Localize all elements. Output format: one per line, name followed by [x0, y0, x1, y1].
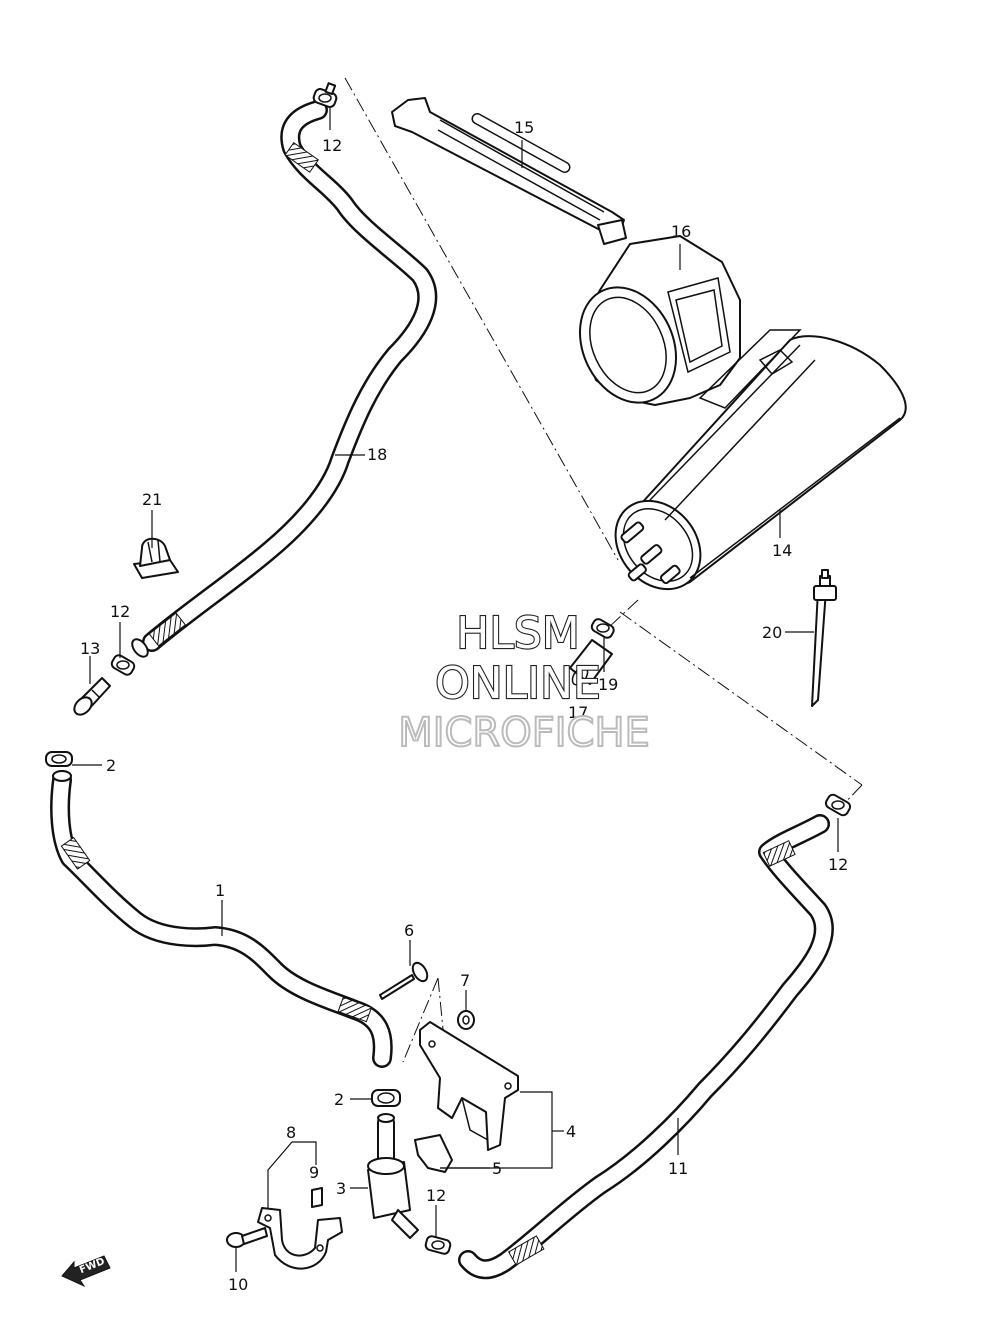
hose-11	[458, 814, 834, 1280]
watermark: HLSM ONLINE MICROFICHE	[397, 607, 651, 757]
hose-clamp-12-top	[312, 82, 338, 108]
watermark-line-1: HLSM	[456, 608, 580, 659]
connection-lines	[344, 77, 863, 1063]
hose-clamp-12-bottom	[424, 1235, 452, 1255]
callout-2: 2	[334, 1090, 344, 1109]
callout-12: 12	[828, 855, 848, 874]
callout-5: 5	[492, 1159, 502, 1178]
hose-clamp-12-right	[824, 793, 852, 817]
callout-12: 12	[110, 602, 130, 621]
callout-14: 14	[772, 541, 792, 560]
callout-21: 21	[142, 490, 162, 509]
callout-20: 20	[762, 623, 782, 642]
callout-6: 6	[404, 921, 414, 940]
callout-19: 19	[598, 675, 618, 694]
watermark-line-2: ONLINE	[435, 658, 601, 709]
callout-10: 10	[228, 1275, 248, 1294]
washer-7	[457, 1010, 475, 1030]
callout-9: 9	[309, 1163, 319, 1182]
clip-21	[133, 537, 179, 579]
hose-1	[50, 770, 393, 1068]
bracket-5	[414, 1134, 453, 1173]
callout-12: 12	[322, 136, 342, 155]
callout-15: 15	[514, 118, 534, 137]
callout-8: 8	[286, 1123, 296, 1142]
connector-13	[73, 677, 111, 716]
callout-labels: 12 15 16 18 21 14 12 13 20 19 17 2 12 1 …	[80, 118, 848, 1294]
bracket-4	[419, 1021, 519, 1151]
callout-11: 11	[668, 1159, 688, 1178]
callout-2: 2	[106, 756, 116, 775]
callout-13: 13	[80, 639, 100, 658]
callout-1: 1	[215, 881, 225, 900]
bolt-10	[226, 1227, 268, 1248]
valve-3	[367, 1113, 419, 1239]
hose-clamp-2-bottom	[371, 1089, 401, 1107]
hose-clamp-12-left	[110, 654, 136, 676]
bracket-strap-15	[391, 97, 627, 245]
forward-direction-arrow-icon: FWD	[61, 1255, 111, 1288]
watermark-line-3: MICROFICHE	[398, 710, 650, 756]
callout-7: 7	[460, 971, 470, 990]
clamp-bracket-8-9	[257, 1187, 343, 1270]
callout-16: 16	[671, 222, 691, 241]
callout-4: 4	[566, 1122, 576, 1141]
callout-18: 18	[367, 445, 387, 464]
hose-clamp-2-top	[45, 751, 73, 767]
hose-18	[131, 100, 438, 658]
callout-17: 17	[568, 703, 588, 722]
callout-leaders	[72, 108, 839, 1272]
rivet-6	[379, 961, 429, 1000]
callout-12: 12	[426, 1186, 446, 1205]
callout-3: 3	[336, 1179, 346, 1198]
rubber-sleeve-16	[578, 235, 741, 406]
cable-tie-20	[811, 569, 837, 707]
hose-17	[569, 639, 613, 686]
charcoal-canister-14	[614, 329, 907, 591]
hose-clamp-19	[590, 618, 615, 639]
